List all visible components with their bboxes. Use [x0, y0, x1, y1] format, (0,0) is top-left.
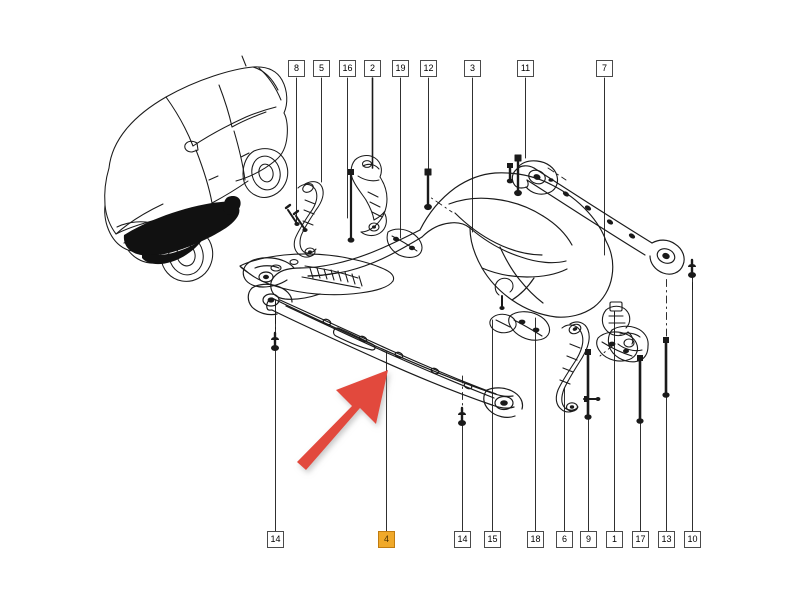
- callout-label: 15: [487, 534, 498, 544]
- callout-16[interactable]: 16: [339, 60, 356, 77]
- callout-label: 4: [383, 534, 389, 544]
- callout-label: 7: [601, 63, 607, 73]
- callout-12[interactable]: 12: [420, 60, 437, 77]
- right-rear-mounting-bracket: [607, 325, 649, 363]
- callout-label: 11: [520, 63, 531, 73]
- callout-17[interactable]: 17: [632, 531, 649, 548]
- callout-18[interactable]: 18: [527, 531, 544, 548]
- callout-label: 2: [369, 63, 375, 73]
- callout-label: 8: [293, 63, 299, 73]
- callout-label: 12: [423, 63, 434, 73]
- callout-1[interactable]: 1: [606, 531, 623, 548]
- callout-8[interactable]: 8: [288, 60, 305, 77]
- front-subframe-main: [242, 172, 614, 318]
- callout-19[interactable]: 19: [392, 60, 409, 77]
- leader-lines-top: [296, 77, 605, 256]
- callout-2[interactable]: 2: [364, 60, 381, 77]
- left-side-rail-plate: [239, 253, 395, 296]
- vehicle-illustration: [104, 55, 289, 282]
- callout-3[interactable]: 3: [464, 60, 481, 77]
- callout-14-right[interactable]: 14: [454, 531, 471, 548]
- callout-14-left[interactable]: 14: [267, 531, 284, 548]
- clip-nut-right-cradle: [489, 313, 517, 334]
- callout-9[interactable]: 9: [580, 531, 597, 548]
- callout-label: 9: [585, 534, 591, 544]
- bolt-rear-crossmember-left: [506, 163, 514, 184]
- bolt-group-bottom: [271, 258, 696, 426]
- vehicle-shaded-front: [123, 196, 241, 265]
- callout-label: 14: [457, 534, 468, 544]
- callout-label: 1: [611, 534, 617, 544]
- small-stud-cradle: [494, 277, 514, 310]
- red-pointer-arrow: [297, 370, 388, 470]
- callout-7[interactable]: 7: [596, 60, 613, 77]
- callout-6[interactable]: 6: [556, 531, 573, 548]
- callout-label: 16: [342, 63, 353, 73]
- callout-label: 14: [270, 534, 281, 544]
- callout-label: 18: [530, 534, 541, 544]
- callout-13[interactable]: 13: [658, 531, 675, 548]
- front-cross-beam-part4: [247, 283, 524, 418]
- callout-label: 17: [635, 534, 646, 544]
- rear-cross-member-part7: [511, 160, 685, 275]
- callout-15[interactable]: 15: [484, 531, 501, 548]
- callout-label: 13: [661, 534, 672, 544]
- callout-10[interactable]: 10: [684, 531, 701, 548]
- callout-label: 19: [395, 63, 406, 73]
- lower-right-parts-cluster: [508, 301, 639, 413]
- callout-11[interactable]: 11: [517, 60, 534, 77]
- callout-label: 10: [687, 534, 698, 544]
- callout-label: 5: [318, 63, 324, 73]
- callout-label: 3: [469, 63, 475, 73]
- dashed-alignment-lines: [275, 167, 693, 417]
- callout-label: 6: [561, 534, 567, 544]
- callout-4-highlighted[interactable]: 4: [378, 531, 395, 548]
- callout-5[interactable]: 5: [313, 60, 330, 77]
- bracket-group-upper-middle: [284, 155, 423, 258]
